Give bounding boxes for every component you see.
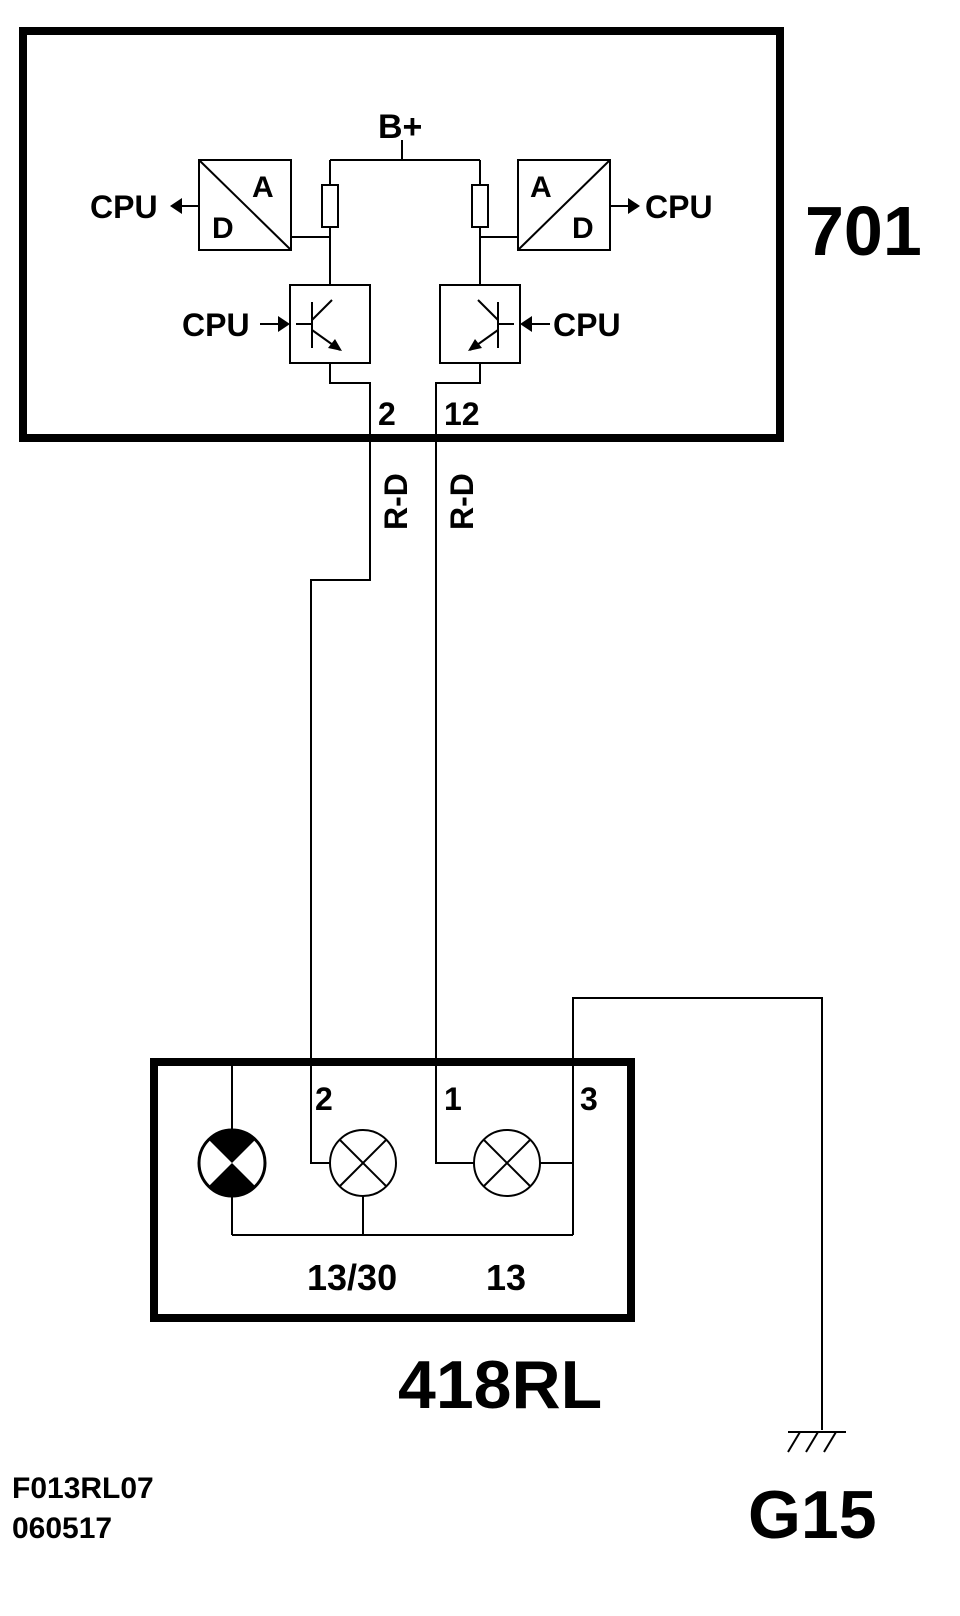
right-adc-a-label: A xyxy=(530,171,552,204)
wire-left-color: R-D xyxy=(378,473,414,530)
bulb-icon xyxy=(329,1129,397,1197)
right-driver-output xyxy=(435,363,481,438)
arrow-right-icon xyxy=(628,198,640,214)
indicator-lamp-icon xyxy=(197,1128,267,1198)
ground-icon xyxy=(787,1431,846,1453)
bulb-icon xyxy=(473,1129,541,1197)
left-adc-a-label: A xyxy=(252,171,274,204)
right-resistor xyxy=(471,184,489,228)
supply-b-plus-label: B+ xyxy=(378,108,422,146)
ecu-701-box xyxy=(19,27,784,442)
left-resistor xyxy=(321,184,339,228)
right-ad-converter: A D xyxy=(517,159,611,251)
lamp-pin-3: 3 xyxy=(580,1081,598,1117)
lamp-pin-1: 1 xyxy=(444,1081,462,1117)
ground-label: G15 xyxy=(748,1477,877,1553)
cpu-label-top-right: CPU xyxy=(645,189,713,225)
right-adc-d-label: D xyxy=(572,212,594,245)
left-ad-converter: A D xyxy=(198,159,292,251)
cpu-label-bottom-right: CPU xyxy=(553,307,621,343)
right-driver-input: CPU xyxy=(520,307,621,343)
cpu-label-top-left: CPU xyxy=(90,189,158,225)
ecu-701-label: 701 xyxy=(805,192,922,270)
left-adc-output: CPU xyxy=(90,189,199,225)
lamp-1-feed xyxy=(435,1062,474,1164)
ground-wire xyxy=(572,997,823,1430)
right-adc-output: CPU xyxy=(610,189,713,225)
lamp-unit-label: 418RL xyxy=(398,1347,602,1423)
left-adc-d-label: D xyxy=(212,212,234,245)
terminal-13-30-label: 13/30 xyxy=(307,1257,397,1298)
wire-left xyxy=(310,438,371,1062)
arrow-left-icon xyxy=(520,316,532,332)
lamp-2-feed xyxy=(310,1062,330,1164)
ecu-pin-12: 12 xyxy=(444,396,480,432)
terminal-13-label: 13 xyxy=(486,1257,526,1298)
left-transistor-driver xyxy=(289,284,371,364)
ecu-pin-2: 2 xyxy=(378,396,396,432)
left-driver-input: CPU xyxy=(182,307,290,343)
arrow-left-icon xyxy=(170,198,182,214)
date-code: 060517 xyxy=(12,1512,112,1545)
cpu-label-bottom-left: CPU xyxy=(182,307,250,343)
right-transistor-driver xyxy=(439,284,521,364)
lamp-pin-2: 2 xyxy=(315,1081,333,1117)
drawing-code: F013RL07 xyxy=(12,1472,154,1505)
lamp-unit-box xyxy=(150,1058,635,1322)
arrow-right-icon xyxy=(278,316,290,332)
wire-right-color: R-D xyxy=(444,473,480,530)
left-driver-output xyxy=(329,363,371,438)
